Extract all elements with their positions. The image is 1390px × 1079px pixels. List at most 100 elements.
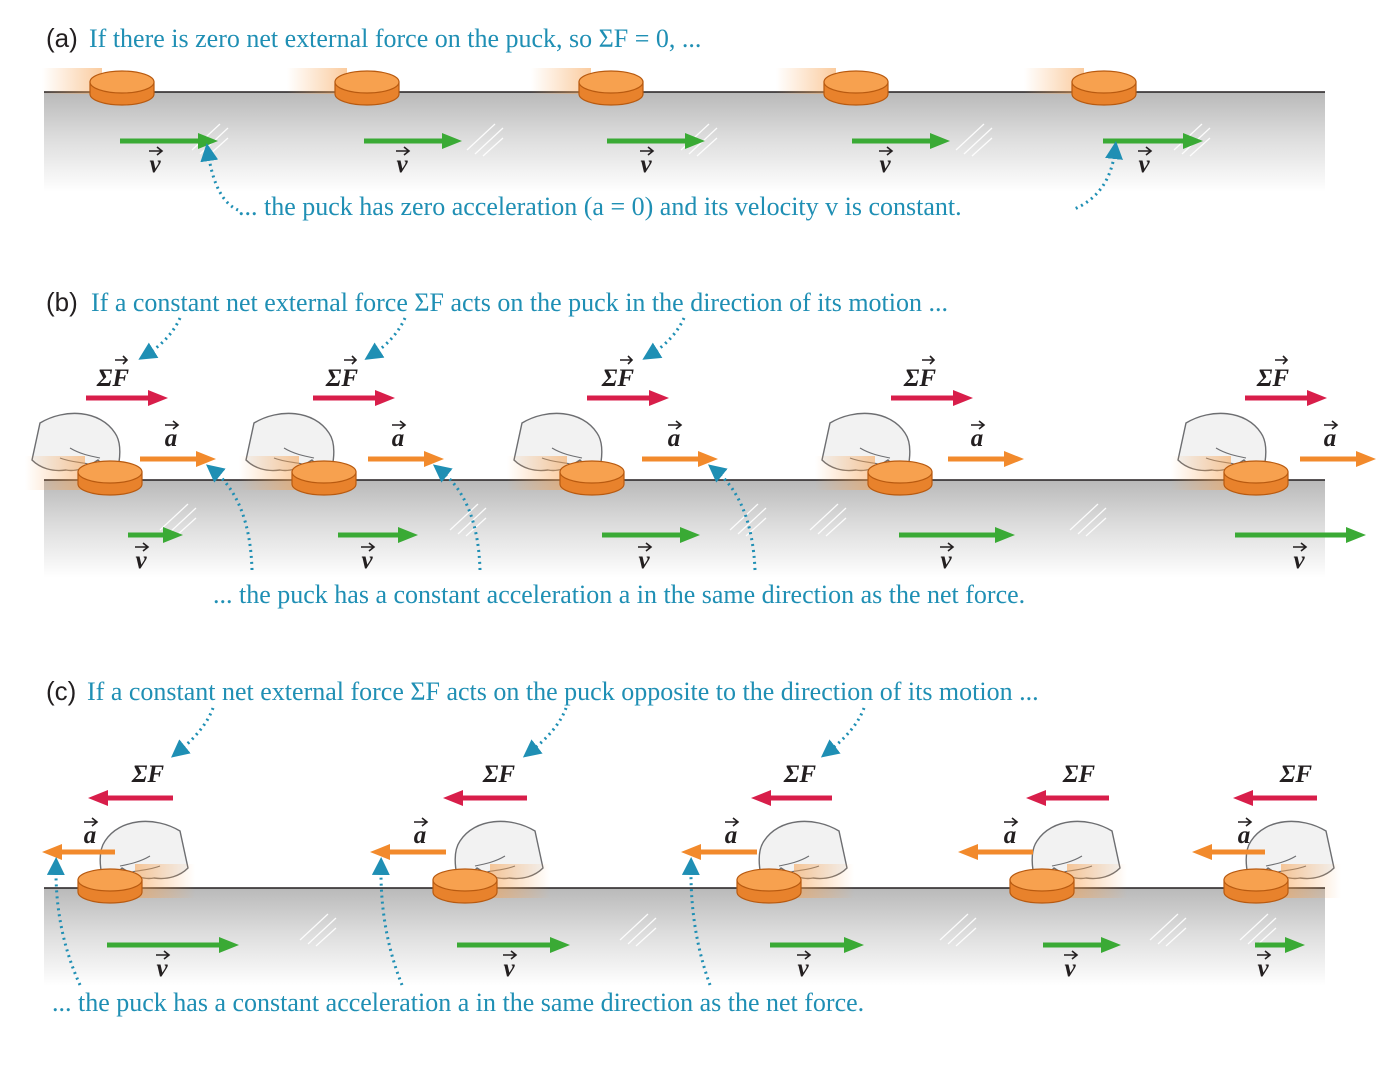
puck-c-4 xyxy=(1009,864,1127,904)
accel-label-c-3: a xyxy=(725,822,738,849)
force-arrow-b-4 xyxy=(891,390,973,406)
accel-label-b-2: a xyxy=(392,425,405,452)
velocity-label-a-5: v xyxy=(1138,151,1150,178)
velocity-arrow-a-4 xyxy=(852,133,950,149)
panel-b-label: (b) xyxy=(46,287,78,317)
velocity-label-c-1: v xyxy=(156,955,168,982)
force-label-b-4: ΣF xyxy=(903,365,936,392)
panel-c: (c) If a constant net external force ΣF … xyxy=(42,676,1341,1017)
panel-b-caption-bottom: ... the puck has a constant acceleration… xyxy=(213,580,1025,609)
velocity-arrow-a-5 xyxy=(1103,133,1203,149)
puck-a-1 xyxy=(89,70,155,106)
pointer-b-2 xyxy=(364,317,407,360)
panel-a: (a) If there is zero net external force … xyxy=(42,23,1325,221)
accel-arrow-b-2 xyxy=(368,451,444,467)
velocity-label-c-4: v xyxy=(1064,955,1076,982)
accel-label-c-2: a xyxy=(414,822,427,849)
puck-b-4 xyxy=(815,456,933,496)
panel-c-caption-bottom: ... the puck has a constant acceleration… xyxy=(52,988,864,1017)
force-arrow-c-4 xyxy=(1026,790,1109,806)
puck-a-2 xyxy=(334,70,400,106)
pointer-b-5 xyxy=(432,464,482,571)
accel-arrow-b-3 xyxy=(642,451,718,467)
accel-arrow-c-1 xyxy=(42,844,115,860)
force-arrow-b-3 xyxy=(587,390,669,406)
puck-c-3 xyxy=(736,864,854,904)
velocity-arrow-a-2 xyxy=(364,133,462,149)
panel-a-label: (a) xyxy=(46,23,78,53)
force-label-c-2: ΣF xyxy=(482,761,515,788)
force-label-c-4: ΣF xyxy=(1062,761,1095,788)
force-label-c-1: ΣF xyxy=(131,761,164,788)
velocity-label-b-4: v xyxy=(940,547,952,574)
force-arrow-c-3 xyxy=(751,790,832,806)
force-arrow-c-5 xyxy=(1233,790,1317,806)
panel-b: (b) If a constant net external force ΣF … xyxy=(25,287,1376,609)
accel-arrow-b-4 xyxy=(948,451,1024,467)
force-arrow-c-1 xyxy=(88,790,173,806)
force-arrow-b-2 xyxy=(313,390,395,406)
velocity-arrow-c-1 xyxy=(107,937,239,953)
velocity-arrow-a-3 xyxy=(607,133,705,149)
force-label-b-1: ΣF xyxy=(96,365,129,392)
force-label-c-5: ΣF xyxy=(1279,761,1312,788)
velocity-label-c-2: v xyxy=(503,955,515,982)
pointer-c-4 xyxy=(46,857,82,986)
puck-b-1 xyxy=(25,456,143,496)
accel-label-c-1: a xyxy=(84,822,97,849)
velocity-arrow-c-4 xyxy=(1043,937,1121,953)
panel-c-caption-top: If a constant net external force ΣF acts… xyxy=(87,677,1039,706)
pointer-c-1 xyxy=(171,707,215,758)
puck-c-1 xyxy=(77,864,195,904)
velocity-label-a-2: v xyxy=(396,151,408,178)
velocity-arrow-b-5 xyxy=(1235,527,1366,543)
pointer-b-4 xyxy=(206,464,254,571)
pointer-c-5 xyxy=(371,857,404,986)
puck-b-2 xyxy=(239,456,357,496)
accel-label-b-4: a xyxy=(971,425,984,452)
panel-b-caption-top: If a constant net external force ΣF acts… xyxy=(91,288,948,317)
accel-label-c-4: a xyxy=(1004,822,1017,849)
pointer-b-3 xyxy=(642,317,686,360)
pointer-c-2 xyxy=(522,707,568,758)
velocity-arrow-b-4 xyxy=(899,527,1015,543)
force-label-b-3: ΣF xyxy=(601,365,634,392)
velocity-label-b-1: v xyxy=(135,547,147,574)
accel-arrow-c-4 xyxy=(958,844,1033,860)
velocity-label-b-5: v xyxy=(1293,547,1305,574)
force-arrow-b-1 xyxy=(86,390,168,406)
pointer-c-6 xyxy=(681,857,712,986)
pointer-b-1 xyxy=(138,317,182,360)
force-arrow-b-5 xyxy=(1245,390,1327,406)
accel-label-b-5: a xyxy=(1324,425,1337,452)
force-arrow-c-2 xyxy=(443,790,527,806)
velocity-arrow-b-2 xyxy=(338,527,418,543)
surface-c xyxy=(44,888,1325,986)
velocity-arrow-b-3 xyxy=(602,527,700,543)
velocity-label-b-2: v xyxy=(361,547,373,574)
velocity-label-c-5: v xyxy=(1257,955,1269,982)
puck-a-3 xyxy=(578,70,644,106)
pucks-a xyxy=(42,68,1211,157)
velocity-arrow-c-3 xyxy=(770,937,864,953)
panel-a-caption-top: If there is zero net external force on t… xyxy=(89,24,701,53)
puck-a-5 xyxy=(1071,70,1137,106)
velocity-label-a-3: v xyxy=(640,151,652,178)
accel-arrow-c-2 xyxy=(370,844,446,860)
force-label-c-3: ΣF xyxy=(783,761,816,788)
pointer-c-3 xyxy=(820,707,866,758)
puck-c-2 xyxy=(432,864,550,904)
accel-arrow-b-1 xyxy=(140,451,216,467)
velocity-arrow-c-5 xyxy=(1255,937,1305,953)
velocity-label-b-3: v xyxy=(638,547,650,574)
force-label-b-2: ΣF xyxy=(325,365,358,392)
accel-label-c-5: a xyxy=(1238,822,1251,849)
puck-c-5 xyxy=(1223,864,1341,904)
panel-c-label: (c) xyxy=(46,676,76,706)
accel-label-b-3: a xyxy=(668,425,681,452)
velocity-label-a-1: v xyxy=(149,151,161,178)
accel-arrow-c-5 xyxy=(1192,844,1265,860)
